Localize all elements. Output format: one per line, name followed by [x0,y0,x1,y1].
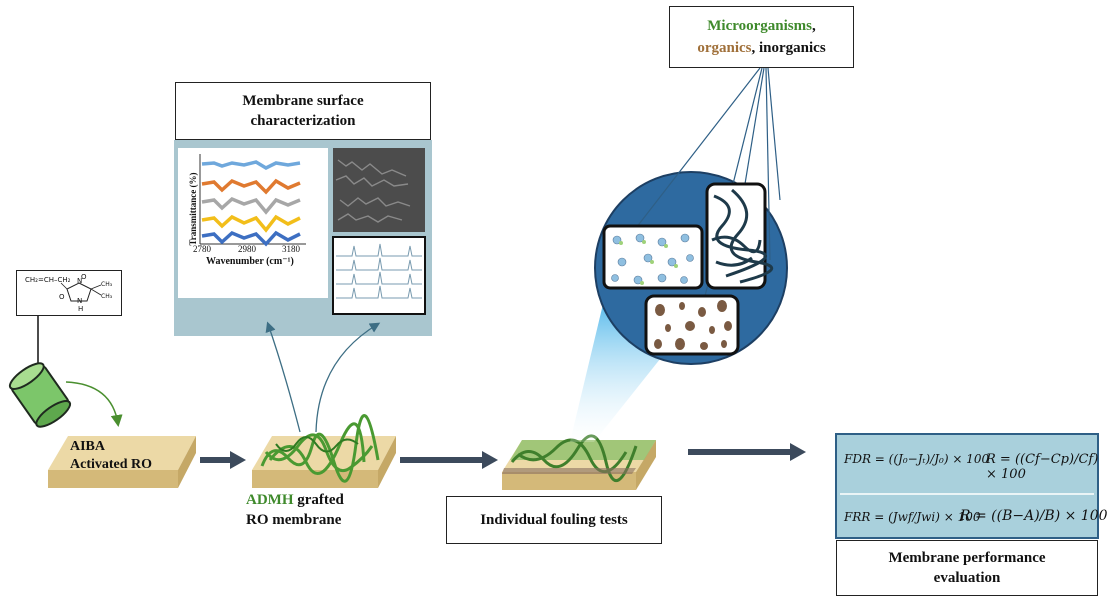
inorganics-text: , inorganics [751,40,826,56]
inorganics-panel [644,294,740,356]
grafted-membrane-label: ADMH grafted RO membrane [246,490,344,530]
admh-structure-icon [60,282,102,302]
chem-label-ch3a: CH₃ [101,281,113,288]
ro-membrane-text: RO membrane [246,512,342,528]
beaker-icon [8,362,72,428]
equation-r2: R = ((B−A)/B) × 100 [960,508,1108,524]
chemical-structure-box: CH₂=CH–CH₂ O O N N H CH₃ CH₃ [16,270,122,316]
foulants-comma: , [811,18,816,34]
performance-label-line1: Membrane performance [888,550,1046,566]
pour-arrow [65,381,123,427]
activated-ro-label: AIBA Activated RO [70,438,152,474]
ftir-tick-1: 2780 [193,244,211,254]
chem-label-n2: N [77,297,83,305]
char-arrow-right [315,322,381,433]
chem-label-h: H [78,305,84,313]
ftir-chart [178,148,328,298]
organics-panel [705,182,774,290]
admh-highlight: ADMH [246,492,294,508]
activated-ro-line2: Activated RO [70,457,153,472]
activated-ro-line1: AIBA [70,439,106,454]
microorganisms-text: Microorganisms [707,18,812,34]
ftir-ylabel: Transmittance (%) [188,172,198,246]
performance-label-box: Membrane performance evaluation [836,540,1098,596]
foulants-box: Microorganisms, organics, inorganics [669,6,854,68]
ftir-tick-3: 3180 [282,244,300,254]
microorganisms-panel [602,224,704,290]
chem-label-o2: O [59,293,65,301]
ftir-spectra [201,160,301,247]
grafted-text: grafted [293,492,344,508]
performance-equation-panel [835,433,1099,539]
char-arrow-left [265,321,301,433]
fouled-membrane [502,434,656,490]
callout-lines [635,67,781,297]
sem-image [333,148,425,232]
characterization-title-line2: characterization [250,113,356,129]
performance-label-line2: evaluation [933,570,1001,586]
admh-grafted-membrane [252,414,396,488]
characterization-title-box: Membrane surface characterization [175,82,431,140]
chem-label-n1: N [77,277,83,285]
chem-label-ch3b: CH₃ [101,293,113,300]
chem-label-o1: O [81,273,87,281]
activated-ro-membrane [48,436,196,488]
fouling-tests-box: Individual fouling tests [446,496,662,544]
organics-text: organics [697,40,752,56]
ftir-xlabel: Wavenumber (cm⁻¹) [206,256,294,267]
chem-formula-top: CH₂=CH–CH₂ [25,276,71,284]
characterization-title-line1: Membrane surface [242,93,364,109]
equation-frr: FRR = (Jwf/Jwi) × 100 [844,510,981,524]
ftir-tick-2: 2980 [238,244,256,254]
equation-r1: R = ((Cf−Cp)/Cf) × 100 [986,452,1099,482]
equation-fdr: FDR = ((J₀−Jₜ)/J₀) × 100 [844,452,990,466]
